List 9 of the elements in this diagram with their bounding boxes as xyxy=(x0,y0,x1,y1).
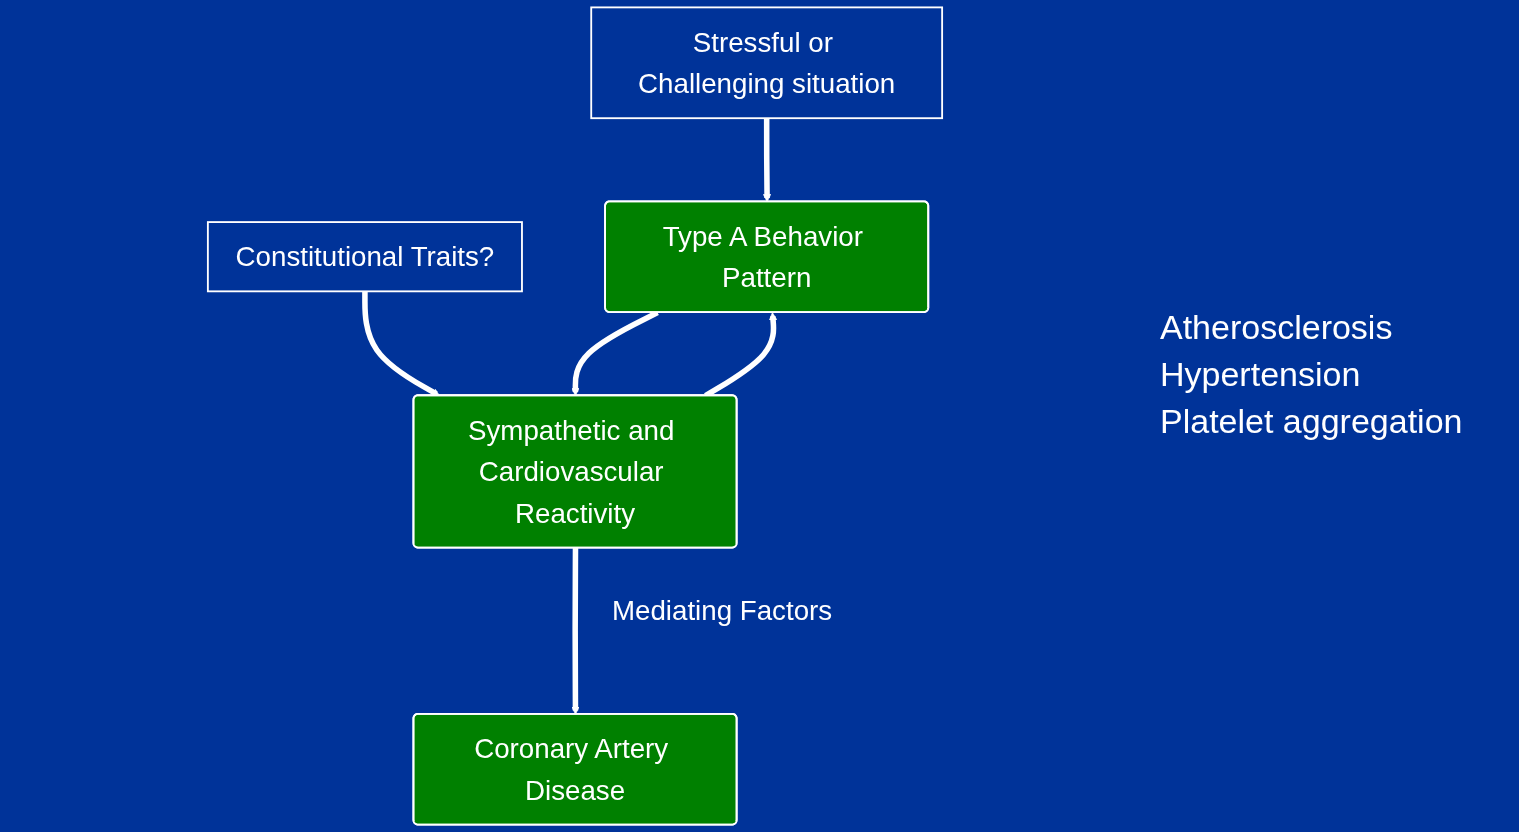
node-box: Stressful or Challenging situation xyxy=(590,6,944,120)
factor-text: Atherosclerosis xyxy=(1160,308,1394,347)
edge-label: Mediating Factors xyxy=(611,594,833,626)
arrow xyxy=(362,291,440,397)
node-box: Constitutional Traits? xyxy=(206,221,523,293)
factor-text: Hypertension xyxy=(1160,355,1362,394)
arrow xyxy=(571,548,580,715)
arrow xyxy=(763,118,772,203)
factor-text: Platelet aggregation xyxy=(1160,402,1464,441)
